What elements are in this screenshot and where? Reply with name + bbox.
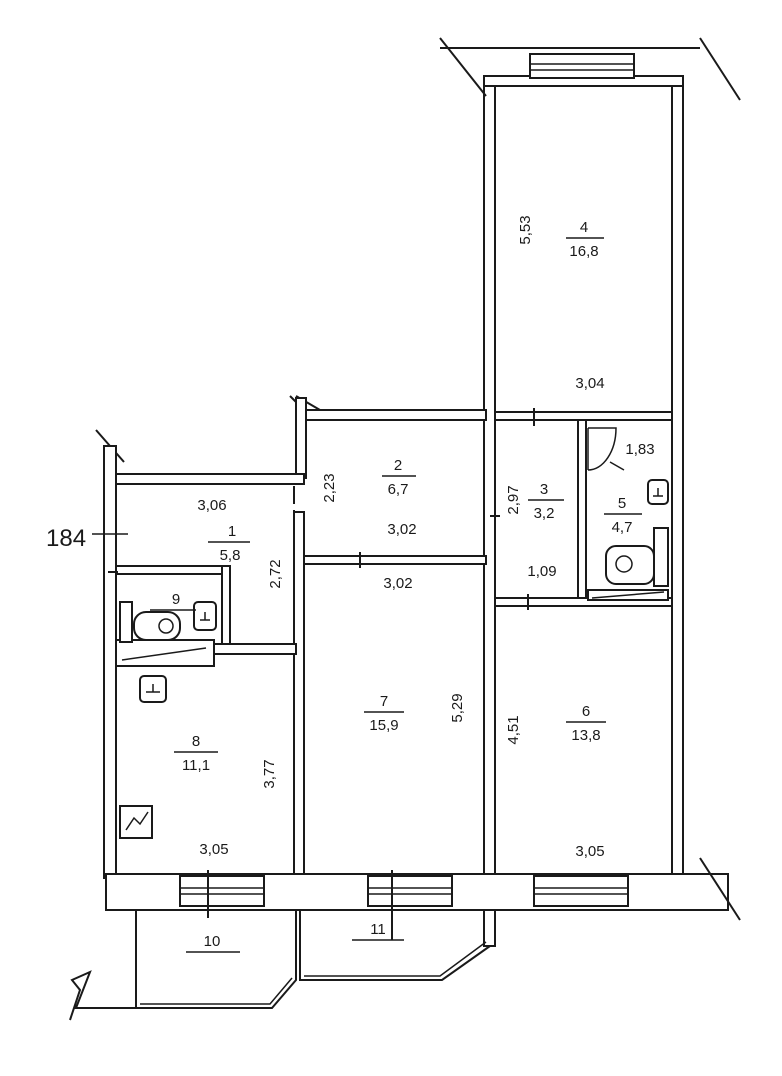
balcony-10 [135, 910, 297, 1009]
window-room6 [533, 875, 629, 907]
dimension-labels: 5,53 3,04 1,83 2,97 1,09 2,23 3,02 3,06 … [197, 215, 654, 860]
wall-room8-top [213, 643, 297, 655]
room-number: 7 [380, 693, 388, 710]
room-label-6: 6 13,8 [566, 703, 606, 744]
dimension-label: 2,72 [267, 559, 284, 588]
wall-room3-right [577, 419, 587, 607]
walls [69, 37, 741, 1021]
room-area: 16,8 [569, 243, 598, 260]
room-area: 3,2 [534, 505, 555, 522]
room-area: 11,1 [182, 757, 210, 774]
room-area: 4,7 [612, 519, 633, 536]
wall-room9-top [115, 565, 229, 575]
dimension-label: 2,97 [505, 485, 522, 514]
dimension-label: 4,51 [505, 715, 522, 744]
room-label-9: 9 [150, 591, 196, 611]
dimension-label: 3,05 [575, 843, 604, 860]
room-number: 8 [192, 733, 200, 750]
wall-room2-top [295, 409, 487, 421]
room-number: 11 [370, 921, 386, 938]
room-label-3: 3 3,2 [528, 481, 564, 522]
window-room7 [367, 875, 453, 907]
dimension-label: 1,09 [527, 563, 556, 580]
dimension-label: 3,77 [261, 759, 278, 788]
window-room8 [179, 875, 265, 907]
wall-left-outer [103, 445, 117, 879]
room-label-11: 11 [352, 921, 404, 941]
dimension-label: 3,02 [387, 521, 416, 538]
dimension-label: 3,06 [197, 497, 226, 514]
room-number: 5 [618, 495, 626, 512]
dimension-label: 5,53 [517, 215, 534, 244]
room-number: 4 [580, 219, 588, 236]
dimension-label: 3,05 [199, 841, 228, 858]
dimension-label: 3,02 [383, 575, 412, 592]
fixtures [92, 408, 669, 940]
wall-room2-left-upper [295, 397, 307, 479]
room-area: 6,7 [388, 481, 409, 498]
room-label-5: 5 4,7 [604, 495, 642, 536]
wall-tower-right [671, 83, 684, 879]
room-label-4: 4 16,8 [566, 219, 604, 260]
room-label-2: 2 6,7 [382, 457, 416, 498]
wall-room2-bottom [295, 555, 487, 565]
tank-room9 [119, 601, 133, 643]
door-room5 [587, 427, 617, 471]
room-label-7: 7 15,9 [364, 693, 404, 734]
dimension-label: 1,83 [625, 441, 654, 458]
bathtub-room5 [653, 527, 669, 587]
room-area: 13,8 [571, 727, 600, 744]
room-number: 9 [172, 591, 180, 608]
room-area: 5,8 [220, 547, 241, 564]
radiator-room8 [115, 639, 215, 667]
room-labels: 4 16,8 2 6,7 3 3,2 5 4,7 1 5,8 9 [150, 219, 642, 953]
break-line-bottom [699, 857, 741, 921]
toilet-room5-icon [605, 545, 655, 585]
room-number: 2 [394, 457, 402, 474]
room-number: 3 [540, 481, 548, 498]
dimension-label: 2,23 [321, 473, 338, 502]
dimension-label: 5,29 [449, 693, 466, 722]
window-room4 [529, 53, 635, 79]
room-label-8: 8 11,1 [174, 733, 218, 774]
apartment-number: 184 [46, 525, 86, 552]
wall-room6-top [494, 597, 673, 607]
room-label-10: 10 [186, 933, 240, 953]
wall-room9-right [221, 565, 231, 649]
room-number: 10 [204, 933, 221, 950]
stove-icon [119, 805, 153, 839]
break-line-bottom-left [69, 970, 136, 1021]
dimension-label: 3,04 [575, 375, 604, 392]
room-number: 6 [582, 703, 590, 720]
wall-room4-bottom [494, 411, 673, 421]
room-number: 1 [228, 523, 236, 540]
room-area: 15,9 [369, 717, 398, 734]
wall-room1-right [293, 511, 305, 877]
break-line-top [439, 37, 741, 101]
balcony-11 [299, 910, 491, 981]
room-label-1: 1 5,8 [208, 523, 250, 564]
wall-room1-top [107, 473, 305, 485]
